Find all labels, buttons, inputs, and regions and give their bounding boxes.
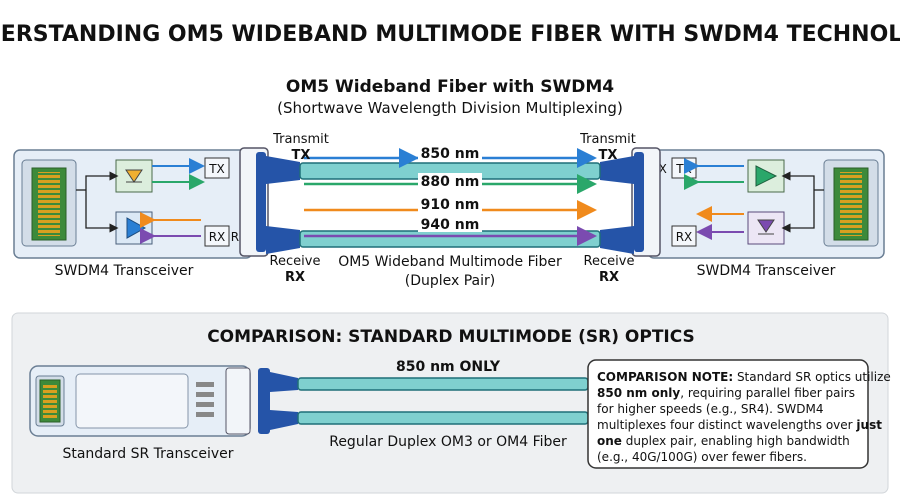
- left-transceiver-label: SWDM4 Transceiver: [55, 263, 194, 279]
- svg-text:multiplexes four distinct wave: multiplexes four distinct wavelengths ov…: [597, 418, 882, 432]
- right-rx-box-label: RX: [676, 230, 693, 244]
- note-line3: for higher speeds (e.g., SR4). SWDM4: [597, 402, 823, 416]
- top-subheading: (Shortwave Wavelength Division Multiplex…: [277, 99, 623, 117]
- left-swdm4-transceiver: TX RX RX: [13, 149, 253, 259]
- left-transmit-label: Transmit: [272, 132, 329, 147]
- right-transceiver-label: SWDM4 Transceiver: [697, 263, 836, 279]
- edge-connector-icon: [31, 167, 67, 241]
- svg-text:850 nm only, requiring paralle: 850 nm only, requiring parallel fiber pa…: [597, 386, 855, 400]
- note-line2: , requiring parallel fiber pairs: [680, 386, 855, 400]
- wavelength-label-940: 940 nm: [421, 217, 480, 233]
- right-duplex-connector: [600, 147, 661, 257]
- edge-connector-icon: [833, 167, 869, 241]
- svg-text:COMPARISON NOTE: Standard SR o: COMPARISON NOTE: Standard SR optics util…: [597, 370, 891, 384]
- right-tx-box-label: TX: [675, 162, 692, 176]
- right-tx-label: TX: [599, 148, 618, 163]
- left-rx-box-label: RX: [209, 230, 226, 244]
- laser-emitter-icon: [115, 159, 153, 193]
- right-ix-port-label: IX: [655, 162, 667, 176]
- left-receive-label: Receive: [270, 254, 321, 269]
- sr-transceiver-label: Standard SR Transceiver: [62, 446, 233, 462]
- page-title: UNDERSTANDING OM5 WIDEBAND MULTIMODE FIB…: [0, 22, 900, 47]
- note-line5: duplex pair, enabling high bandwidth: [622, 434, 850, 448]
- note-line1-bold: COMPARISON NOTE:: [597, 370, 733, 384]
- left-tx-label: TX: [292, 148, 311, 163]
- right-transmit-label: Transmit: [579, 132, 636, 147]
- svg-text:one duplex pair, enabling high: one duplex pair, enabling high bandwidth: [597, 434, 850, 448]
- photodiode-icon: [747, 211, 785, 245]
- receiver-amplifier-icon: [747, 159, 785, 193]
- fiber-label-line1: OM5 Wideband Multimode Fiber: [338, 254, 562, 270]
- right-swdm4-transceiver: TX RX IX: [647, 149, 885, 259]
- left-tx-box-label: TX: [208, 162, 225, 176]
- right-receive-label: Receive: [584, 254, 635, 269]
- fiber-label-line2: (Duplex Pair): [405, 273, 496, 289]
- note-line2-bold: 850 nm only: [597, 386, 680, 400]
- right-rx-label: RX: [599, 270, 619, 285]
- left-duplex-connector: [239, 147, 300, 257]
- sr-duplex-fiber: [297, 377, 589, 425]
- standard-sr-transceiver: [29, 365, 298, 437]
- sr-fiber-label: Regular Duplex OM3 or OM4 Fiber: [329, 434, 567, 450]
- receiver-amplifier-icon: [115, 211, 153, 245]
- comparison-note: COMPARISON NOTE: Standard SR optics util…: [587, 359, 891, 469]
- note-line6: (e.g., 40G/100G) over fewer fibers.: [597, 450, 807, 464]
- top-heading: OM5 Wideband Fiber with SWDM4: [286, 77, 614, 97]
- note-line5-bold: one: [597, 434, 622, 448]
- wavelength-label-850: 850 nm: [421, 146, 480, 162]
- wavelength-label-910: 910 nm: [421, 197, 480, 213]
- note-line4-bold: just: [855, 418, 882, 432]
- left-rx-label: RX: [285, 270, 305, 285]
- note-line1: Standard SR optics utilize: [733, 370, 891, 384]
- edge-connector-icon: [39, 379, 61, 423]
- note-line4: multiplexes four distinct wavelengths ov…: [597, 418, 856, 432]
- wavelength-label-880: 880 nm: [421, 174, 480, 190]
- sr-wavelength-label: 850 nm ONLY: [396, 359, 501, 375]
- comparison-heading: COMPARISON: STANDARD MULTIMODE (SR) OPTI…: [207, 327, 695, 347]
